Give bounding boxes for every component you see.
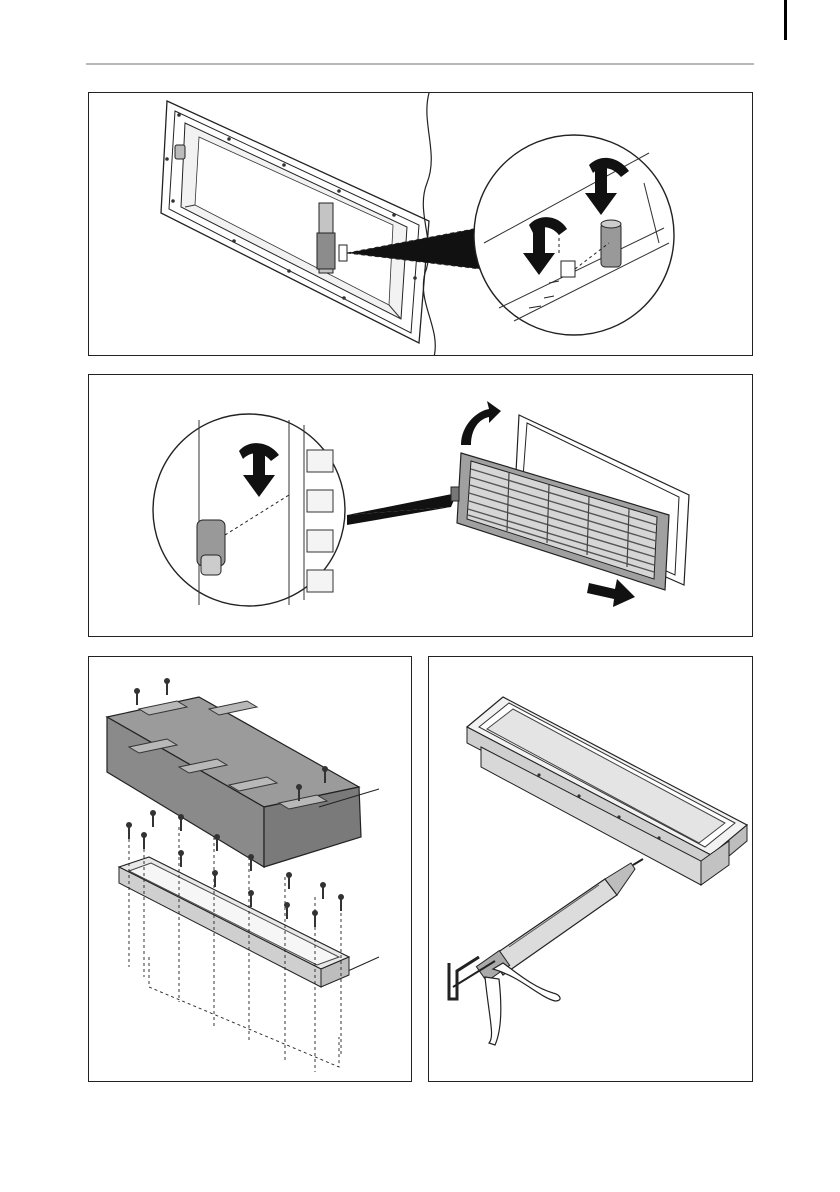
figure-frame-clip	[88, 92, 753, 356]
vent-grille-icon	[89, 375, 753, 637]
cover-plate-icon	[89, 657, 412, 1082]
mounting-frame-icon	[467, 697, 747, 885]
figure-cover-screws	[88, 656, 412, 1082]
page-edge-marker	[784, 0, 787, 40]
slide-arrow-icon	[587, 579, 635, 607]
figure-sealant	[428, 656, 753, 1082]
caulking-gun-icon	[429, 657, 753, 1082]
figure-grille-removal	[88, 374, 753, 637]
lift-arrow-icon	[461, 401, 501, 445]
vent-frame-icon	[89, 93, 753, 356]
header-rule	[86, 63, 754, 65]
